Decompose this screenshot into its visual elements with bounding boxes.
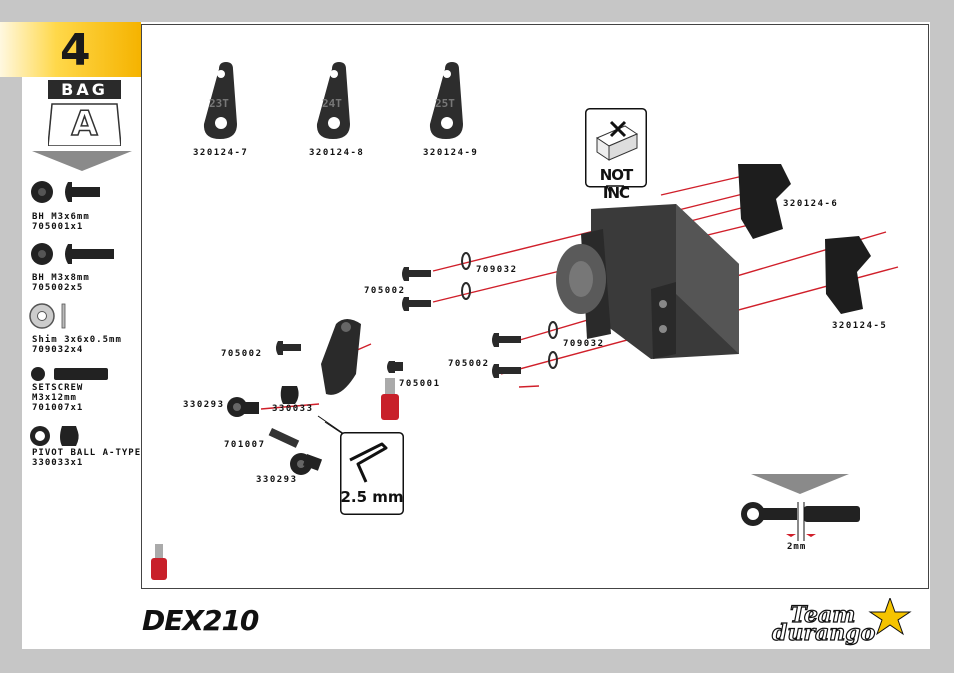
screw-705001-icon <box>387 361 403 373</box>
button-head-screw-icon <box>31 181 100 203</box>
label-screw-c: 705002 <box>448 359 490 369</box>
horn-tooth-23t: 23T <box>209 97 229 110</box>
horn-code-25t: 320124-9 <box>423 148 479 158</box>
team-durango-line1: Team <box>789 601 856 628</box>
threadlock-bottle-icon <box>381 378 399 420</box>
horn-code-23t: 320124-7 <box>193 148 249 158</box>
horn-code-24t: 320124-8 <box>309 148 365 158</box>
label-screw-b: 705002 <box>221 349 263 359</box>
threadlock-bottle-bottom-icon <box>151 544 167 580</box>
step-tab <box>0 22 141 77</box>
servo-mount-bottom-icon <box>825 236 871 314</box>
servo-mount-top-icon <box>738 164 791 239</box>
pivot-ball-diagram-icon <box>280 386 299 404</box>
horn-tooth-25t: 25T <box>435 97 455 110</box>
pivot-ball-icon <box>30 426 79 446</box>
label-mount-bottom: 320124-5 <box>832 321 888 331</box>
chevron-down-icon <box>32 151 132 171</box>
button-head-screw-long-icon <box>31 243 114 265</box>
setscrew-icon <box>31 367 108 381</box>
team-durango-line2: durango <box>771 619 876 646</box>
not-included-callout: NOT INC <box>585 108 647 206</box>
label-setscrew: 701007 <box>224 440 266 450</box>
label-screw-a: 705002 <box>364 286 406 296</box>
shim-group <box>461 252 558 369</box>
label-gap: 2mm <box>787 542 807 552</box>
rod-end-bottom-icon <box>290 453 323 475</box>
rod-end-icon <box>227 397 259 417</box>
hex-wrench-callout: 2.5 mm <box>340 432 404 515</box>
bag-label: BAG <box>48 80 121 99</box>
assembly-diagram-frame <box>141 24 929 589</box>
horn-tooth-24t: 24T <box>322 97 342 110</box>
rod-length-gauge <box>741 474 860 541</box>
label-shim-upper: 709032 <box>476 265 518 275</box>
team-durango-logo: Team durango <box>771 598 922 648</box>
servo-body-icon <box>556 204 739 359</box>
bag-icon: A <box>47 100 122 147</box>
servo-horn-25t-icon <box>429 62 463 139</box>
label-rod-end-top: 330293 <box>183 400 225 410</box>
label-rod-end-bottom: 330293 <box>256 475 298 485</box>
shim-icon <box>29 303 66 329</box>
not-included-text: NOT INC <box>599 166 634 202</box>
servo-horn-24t-icon <box>316 62 350 139</box>
label-screw-horn: 705001 <box>399 379 441 389</box>
servo-arm-icon <box>321 319 361 395</box>
servo-horn-23t-icon <box>203 62 237 139</box>
label-shim-lower: 709032 <box>563 339 605 349</box>
parts-list-icons <box>29 181 114 446</box>
step-number: 4 <box>60 25 91 76</box>
screw-group-top <box>276 267 521 378</box>
hex-wrench-size: 2.5 mm <box>340 488 404 506</box>
setscrew-diagram-icon <box>268 428 300 448</box>
label-mount-top: 320124-6 <box>783 199 839 209</box>
dex210-logo: DEX210 <box>142 604 259 637</box>
assembly-diagram <box>151 62 899 580</box>
bag-letter: A <box>71 103 99 145</box>
label-pivot-ball: 330033 <box>272 404 314 414</box>
